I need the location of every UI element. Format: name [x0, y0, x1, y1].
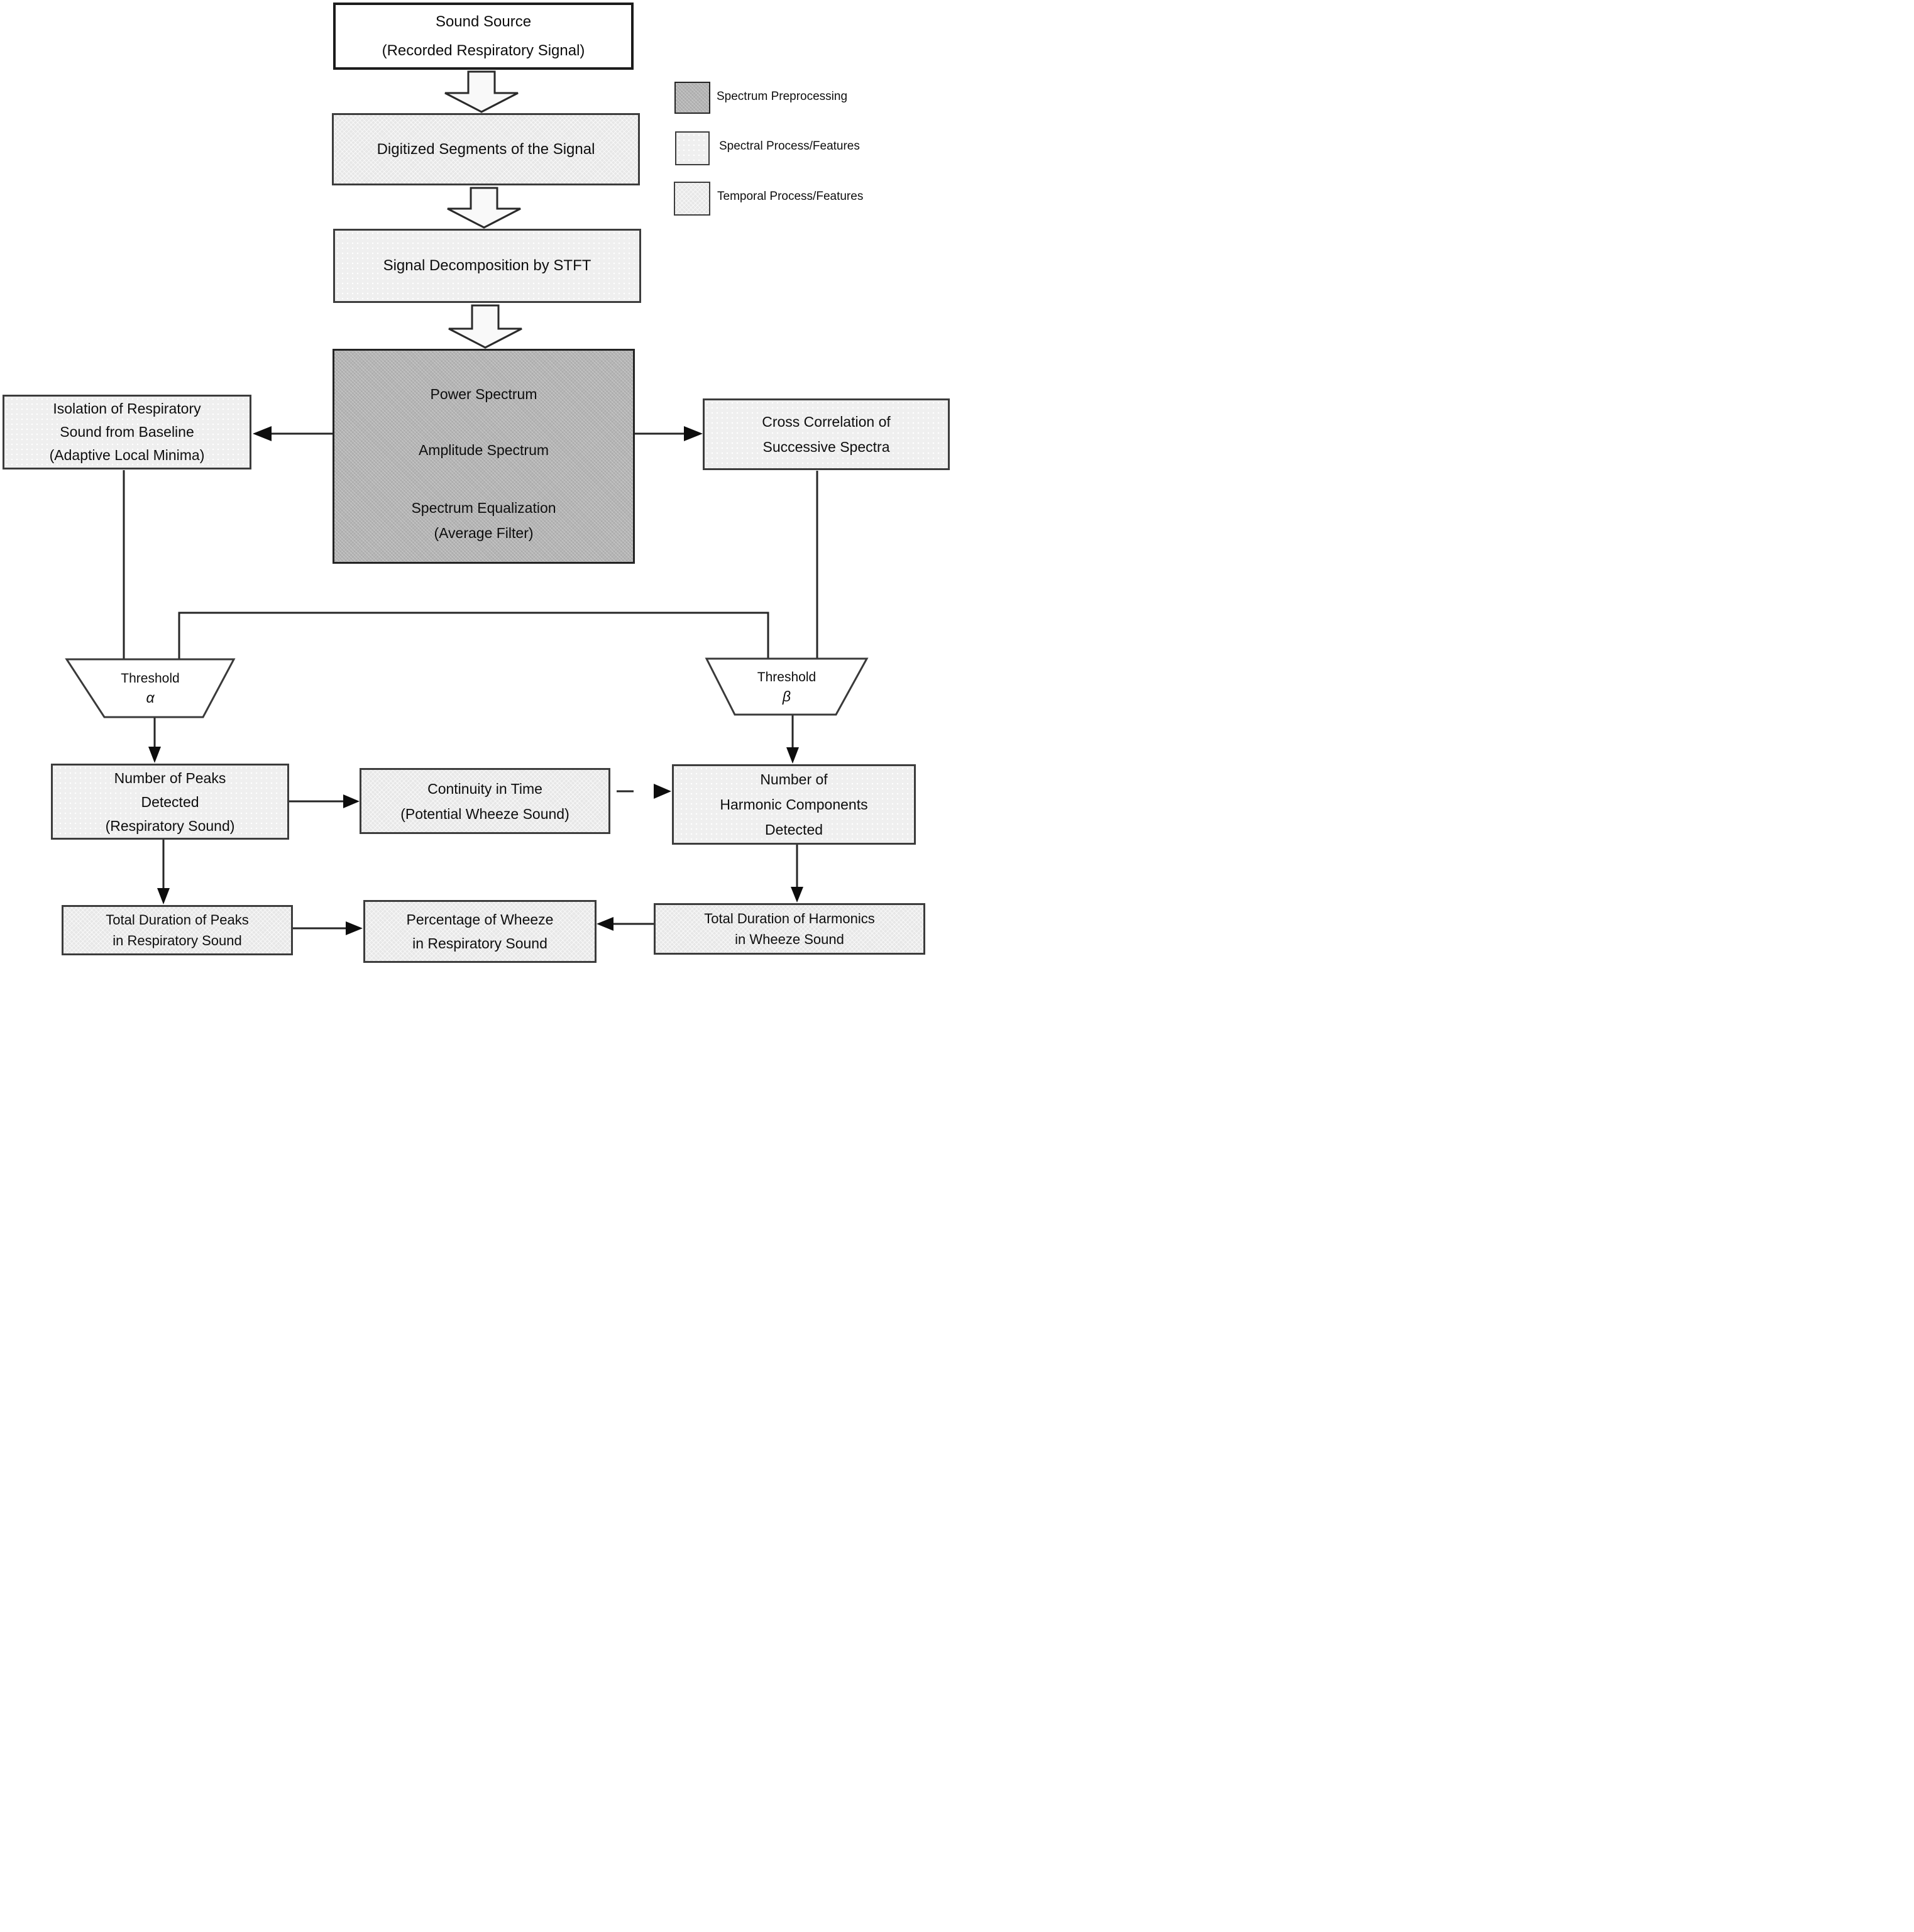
node-percentage-wheeze: Percentage of Wheeze in Respiratory Soun… — [363, 900, 597, 963]
node-cross-correlation-line2: Successive Spectra — [762, 439, 890, 455]
node-percentage-wheeze-line2: in Respiratory Sound — [412, 935, 547, 952]
edge-alpha-beta-link — [178, 612, 769, 660]
node-digitized-segments: Digitized Segments of the Signal — [332, 113, 640, 185]
arrowhead-into-percentage-right — [597, 917, 613, 931]
flowchart-canvas: Sound Source (Recorded Respiratory Signa… — [0, 0, 957, 966]
node-continuity-in-time: Continuity in Time (Potential Wheeze Sou… — [360, 768, 610, 834]
node-total-duration-peaks-line2: in Respiratory Sound — [113, 933, 242, 948]
node-digitized-segments-line1: Digitized Segments of the Signal — [377, 140, 595, 158]
node-signal-decomposition: Signal Decomposition by STFT — [333, 229, 641, 303]
arrowhead-into-peaks — [148, 747, 161, 763]
block-arrow-digitized-to-stft — [447, 187, 521, 229]
node-number-of-peaks-line2: Detected — [141, 793, 199, 810]
node-cross-correlation: Cross Correlation of Successive Spectra — [703, 398, 950, 470]
node-isolation-respiratory: Isolation of Respiratory Sound from Base… — [3, 395, 251, 469]
node-amplitude-spectrum-label: Amplitude Spectrum — [418, 442, 549, 458]
connector-layer — [65, 70, 869, 935]
node-number-of-harmonics-line2: Harmonic Components — [720, 796, 868, 813]
threshold-beta-label: Threshold β — [707, 659, 867, 715]
node-number-of-peaks-line3: (Respiratory Sound) — [105, 817, 235, 834]
arrowhead-into-isolation — [253, 426, 272, 441]
node-spectrum-equalization-group: Spectrum Equalization (Average Filter) — [411, 495, 556, 546]
node-total-duration-harmonics: Total Duration of Harmonics in Wheeze So… — [654, 903, 925, 955]
legend-swatch-spectral-process — [675, 131, 710, 165]
threshold-alpha-word: Threshold — [121, 671, 180, 686]
node-total-duration-peaks-line1: Total Duration of Peaks — [106, 912, 249, 928]
arrowhead-into-crosscorr — [684, 426, 703, 441]
node-isolation-line2: Sound from Baseline — [60, 424, 194, 440]
node-number-of-harmonics-line1: Number of — [760, 771, 828, 788]
threshold-beta-word: Threshold — [757, 669, 817, 684]
node-isolation-line3: (Adaptive Local Minima) — [49, 447, 205, 463]
threshold-beta-shape — [705, 657, 869, 716]
legend-label-spectrum-preprocessing: Spectrum Preprocessing — [717, 90, 848, 103]
threshold-alpha-shape — [65, 658, 236, 718]
node-total-duration-harmonics-line2: in Wheeze Sound — [735, 931, 844, 947]
legend-label-spectral-process: Spectral Process/Features — [719, 140, 860, 153]
arrowhead-into-harmonics-top — [786, 747, 799, 764]
block-arrow-source-to-digitized — [444, 70, 519, 113]
node-spectrum-equalization-label: Spectrum Equalization — [411, 500, 556, 516]
legend-swatch-spectrum-preprocessing — [674, 82, 710, 114]
node-continuity-line2: (Potential Wheeze Sound) — [400, 805, 569, 822]
node-percentage-wheeze-line1: Percentage of Wheeze — [406, 911, 554, 928]
node-isolation-line1: Isolation of Respiratory — [53, 400, 201, 417]
block-arrow-stft-to-power — [448, 304, 522, 349]
node-cross-correlation-line1: Cross Correlation of — [762, 414, 891, 430]
node-total-duration-peaks: Total Duration of Peaks in Respiratory S… — [62, 905, 293, 955]
threshold-beta-symbol: β — [782, 688, 791, 705]
node-sound-source-line1: Sound Source — [435, 13, 532, 30]
node-number-of-harmonics-line3: Detected — [764, 821, 823, 838]
node-average-filter-label: (Average Filter) — [434, 525, 534, 541]
node-sound-source: Sound Source (Recorded Respiratory Signa… — [333, 3, 634, 70]
legend-swatch-temporal-process — [674, 182, 710, 216]
arrowhead-into-durpeaks — [157, 888, 170, 904]
node-total-duration-harmonics-line1: Total Duration of Harmonics — [704, 911, 875, 926]
legend-label-temporal-process: Temporal Process/Features — [717, 190, 864, 203]
node-power-spectrum-label: Power Spectrum — [430, 386, 537, 402]
node-sound-source-line2: (Recorded Respiratory Signal) — [382, 41, 585, 59]
node-number-of-peaks: Number of Peaks Detected (Respiratory So… — [51, 764, 289, 840]
arrowhead-into-harmonics-left — [654, 784, 671, 799]
arrowhead-into-durharmonics — [791, 887, 803, 903]
node-continuity-line1: Continuity in Time — [427, 780, 542, 797]
threshold-alpha-label: Threshold α — [67, 659, 234, 717]
arrowhead-into-continuity — [343, 794, 360, 808]
node-number-of-peaks-line1: Number of Peaks — [114, 769, 226, 786]
threshold-alpha-symbol: α — [146, 689, 155, 706]
node-signal-decomposition-line1: Signal Decomposition by STFT — [383, 257, 591, 274]
node-spectrum-preprocessing: Power Spectrum Amplitude Spectrum Spectr… — [333, 349, 635, 564]
arrowhead-into-percentage-left — [346, 921, 363, 935]
node-number-of-harmonics: Number of Harmonic Components Detected — [672, 764, 916, 845]
